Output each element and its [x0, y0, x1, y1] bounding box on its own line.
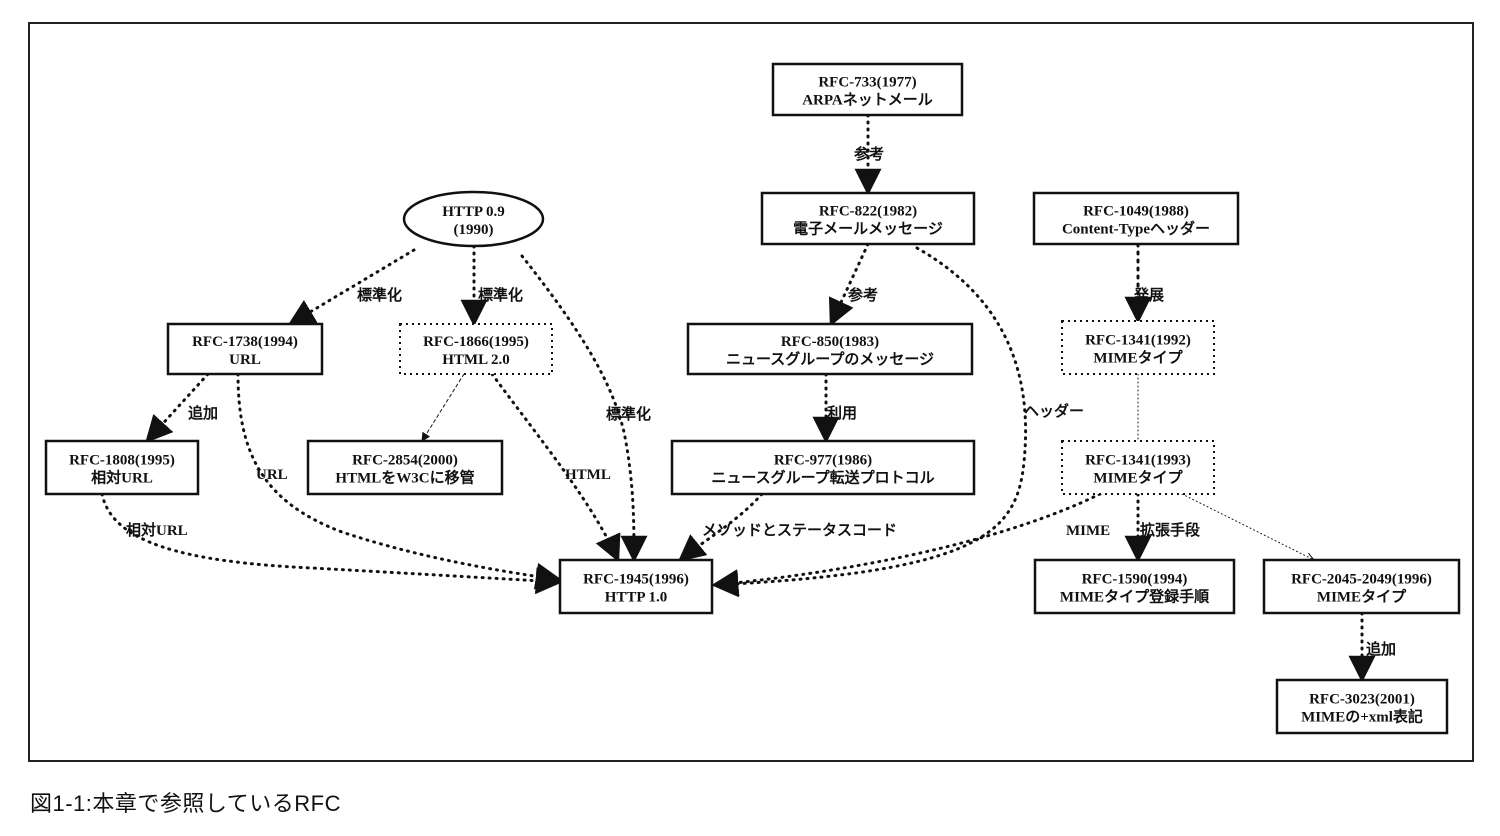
edge-label: 参考	[854, 145, 884, 163]
node-rfc3023: RFC-3023(2001)MIMEの+xml表記	[1275, 678, 1449, 735]
node-subtitle: 相対URL	[91, 469, 153, 487]
node-http09: HTTP 0.9 (1990)	[402, 190, 545, 248]
node-shape	[166, 322, 324, 376]
node-title: RFC-733(1977)	[818, 75, 916, 91]
node-title: RFC-1590(1994)	[1082, 572, 1188, 588]
node-shape	[771, 62, 964, 117]
node-shape	[402, 190, 545, 248]
node-shape	[1275, 678, 1449, 735]
node-shape	[1032, 191, 1240, 246]
node-rfc1590: RFC-1590(1994)MIMEタイプ登録手順	[1033, 558, 1236, 615]
node-subtitle: MIMEの+xml表記	[1301, 708, 1423, 726]
node-shape	[1061, 440, 1215, 495]
node-title: RFC-977(1986)	[774, 453, 872, 469]
edge-822-1945	[711, 246, 1028, 598]
edge-label: 標準化	[606, 405, 651, 423]
node-subtitle: ARPAネットメール	[802, 92, 933, 109]
node-subtitle: (1990)	[454, 222, 494, 238]
node-shape	[760, 191, 976, 246]
node-subtitle: MIMEタイプ	[1317, 589, 1407, 606]
node-rfc2854: RFC-2854(2000)HTMLをW3Cに移管	[306, 439, 504, 496]
node-title: RFC-2045-2049(1996)	[1291, 572, 1432, 588]
edge-1866-2854	[421, 373, 465, 442]
node-shape	[558, 558, 714, 615]
edge-label: 追加	[1366, 640, 1396, 658]
node-title: RFC-1738(1994)	[192, 334, 298, 350]
figure-caption: 図1-1:本章で参照しているRFC	[30, 791, 341, 816]
edge-label: メソッドとステータスコード	[702, 522, 897, 539]
node-title: RFC-2854(2000)	[352, 453, 458, 469]
node-title: RFC-850(1983)	[781, 334, 879, 350]
edge-label: 標準化	[357, 286, 402, 304]
node-subtitle: HTML 2.0	[442, 352, 510, 368]
edge-1341b-1945	[711, 492, 1102, 597]
node-title: HTTP 0.9	[442, 204, 505, 220]
edge-822-850	[828, 242, 870, 327]
edge-http-1945	[520, 254, 648, 563]
edge-1866-1945	[490, 372, 621, 563]
node-rfc850: RFC-850(1983)ニュースグループのメッセージ	[686, 322, 974, 376]
node-subtitle: HTTP 1.0	[605, 590, 668, 606]
edge-label: 相対URL	[126, 521, 188, 539]
node-shape	[44, 439, 200, 496]
edge-label: 拡張手段	[1140, 521, 1200, 539]
node-subtitle: URL	[229, 352, 261, 368]
node-subtitle: MIMEタイプ登録手順	[1060, 588, 1210, 606]
node-title: RFC-1341(1993)	[1085, 453, 1191, 469]
edge-1738-1808	[145, 372, 210, 443]
edge-label: 標準化	[478, 286, 523, 304]
node-rfc2045: RFC-2045-2049(1996)MIMEタイプ	[1262, 558, 1461, 615]
edge-label: URL	[256, 467, 288, 483]
node-rfc822: RFC-822(1982)電子メールメッセージ	[760, 191, 976, 246]
node-title: RFC-1341(1992)	[1085, 333, 1191, 349]
node-title: RFC-1808(1995)	[69, 453, 175, 469]
node-shape	[686, 322, 974, 376]
node-rfc977: RFC-977(1986)ニュースグループ転送プロトコル	[670, 439, 976, 496]
node-subtitle: MIMEタイプ	[1093, 470, 1183, 487]
node-subtitle: MIMEタイプ	[1093, 350, 1183, 367]
node-shape	[1262, 558, 1461, 615]
node-subtitle: Content-Typeヘッダー	[1062, 220, 1210, 238]
edge-label: 参考	[848, 286, 878, 304]
node-rfc1808: RFC-1808(1995)相対URL	[44, 439, 200, 496]
node-rfc1738: RFC-1738(1994) URL	[166, 322, 324, 376]
edge-http-1738	[287, 248, 416, 326]
node-subtitle: HTMLをW3Cに移管	[335, 469, 474, 487]
edge-label: 利用	[827, 404, 857, 422]
edge-label: ヘッダー	[1024, 402, 1084, 420]
node-shape	[670, 439, 976, 496]
node-rfc1341a: RFC-1341(1992)MIMEタイプ	[1061, 320, 1215, 375]
node-shape	[1061, 320, 1215, 375]
node-rfc1341b: RFC-1341(1993)MIMEタイプ	[1061, 440, 1215, 495]
node-shape	[399, 323, 553, 375]
edge-label: MIME	[1066, 523, 1110, 539]
edge-1341b-2045	[1181, 493, 1314, 560]
edge-977-1945	[677, 492, 764, 562]
edge-label: HTML	[565, 467, 611, 483]
edge-1738-1945	[236, 372, 563, 590]
node-title: RFC-1049(1988)	[1083, 204, 1189, 220]
node-shape	[1033, 558, 1236, 615]
node-subtitle: ニュースグループのメッセージ	[726, 350, 934, 368]
node-title: RFC-822(1982)	[819, 204, 917, 220]
node-shape	[306, 439, 504, 496]
node-rfc1866: RFC-1866(1995) HTML 2.0	[399, 323, 553, 375]
node-subtitle: ニュースグループ転送プロトコル	[711, 469, 934, 487]
node-title: RFC-3023(2001)	[1309, 692, 1415, 708]
edge-label: 発展	[1133, 286, 1164, 304]
node-subtitle: 電子メールメッセージ	[793, 221, 943, 238]
edge-label: 追加	[188, 404, 218, 422]
node-title: RFC-1945(1996)	[583, 572, 689, 588]
node-title: RFC-1866(1995)	[423, 334, 529, 350]
node-rfc1049: RFC-1049(1988)Content-Typeヘッダー	[1032, 191, 1240, 246]
node-rfc733: RFC-733(1977)ARPAネットメール	[771, 62, 964, 117]
node-rfc1945: RFC-1945(1996) HTTP 1.0	[558, 558, 714, 615]
